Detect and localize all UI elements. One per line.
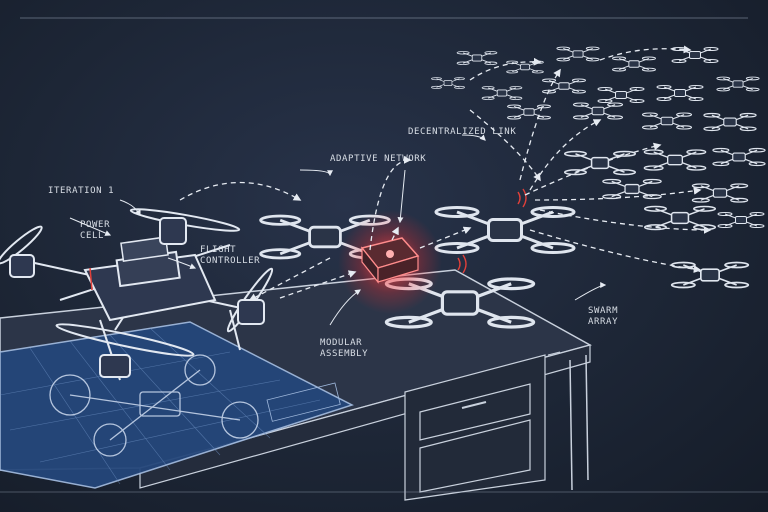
drone-icon [712,147,766,167]
drone-icon [434,206,576,254]
label-flight-controller: FLIGHT CONTROLLER [200,245,261,266]
drone-icon [670,261,750,289]
drone-icon [556,46,600,62]
drone-icon [671,47,719,63]
drone-icon [506,60,544,74]
drone-icon [643,149,707,171]
network-hub-icon [338,210,442,314]
drone-icon [507,104,551,120]
drone-icon [563,150,637,176]
label-decentralized-link: DECENTRALIZED LINK [408,127,517,137]
label-modular-assembly: MODULAR ASSEMBLY [320,338,369,359]
signal-icon [89,267,93,291]
drone-icon [641,112,693,130]
drone-icon [703,112,757,132]
label-adaptive-network: ADAPTIVE NETWORK [330,154,427,164]
drone-icon [456,51,498,65]
signal-icon [457,188,527,274]
drone-icon [481,86,523,100]
swarm-array [431,46,766,289]
drone-icon [691,183,749,203]
drone-icon [612,56,656,72]
label-swarm-array: SWARM ARRAY [588,306,619,327]
drone-icon [716,76,760,92]
drone-icon [572,102,624,120]
drone-icon [643,205,717,231]
drone-iteration-1 [0,208,274,381]
drone-icon [656,85,704,101]
drone-icon [597,86,645,104]
drone-icon [717,211,765,229]
label-iteration: ITERATION 1 [48,186,115,196]
blueprint-icon [0,321,354,489]
label-power-cell: POWER CELL [80,220,111,241]
drone-icon [431,77,465,89]
leader-lines [69,134,607,326]
